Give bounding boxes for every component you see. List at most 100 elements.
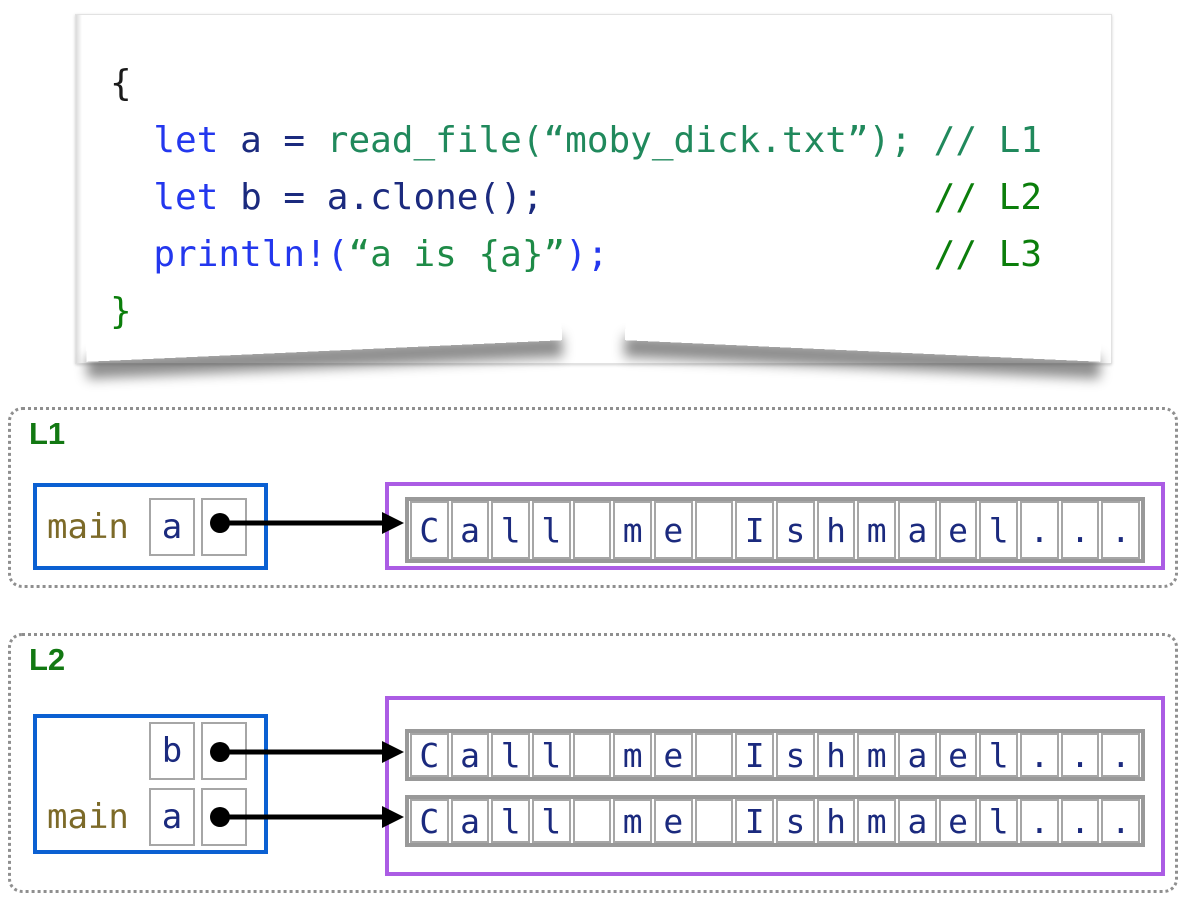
char-cell: e — [938, 501, 978, 559]
pointer-cell-a — [201, 788, 247, 846]
char-cell: . — [1020, 501, 1059, 559]
frame-label-l1: L1 — [29, 416, 66, 451]
char-cell: a — [898, 733, 937, 777]
char-cell: a — [450, 799, 490, 843]
char-cell: h — [816, 733, 856, 777]
char-cell: e — [938, 799, 978, 843]
char-cell: I — [735, 733, 775, 777]
code-token-string: “a is {a}” — [348, 234, 566, 275]
code-token-comment: } — [110, 291, 132, 332]
char-cell: s — [776, 799, 815, 843]
char-cell: I — [735, 799, 775, 843]
code-token-ident: b = a.clone(); — [240, 177, 544, 218]
char-cell: I — [735, 501, 775, 559]
char-cell: e — [654, 733, 693, 777]
char-cell: C — [410, 733, 449, 777]
char-cell: l — [979, 501, 1019, 559]
char-cell: a — [450, 733, 490, 777]
code-line: } — [110, 283, 1111, 340]
char-cell: l — [532, 733, 571, 777]
char-cell: l — [979, 799, 1019, 843]
char-cell: m — [613, 799, 653, 843]
char-cell: . — [1020, 733, 1059, 777]
char-cell — [694, 733, 734, 777]
variable-cell-a: a — [149, 788, 195, 846]
char-cell: l — [491, 501, 531, 559]
stack-frame-name: main — [47, 506, 129, 547]
code-card: { let a = read_file(“moby_dick.txt”); //… — [75, 14, 1112, 364]
code-token-plain — [609, 234, 934, 275]
char-cell: m — [857, 799, 897, 843]
char-cell: . — [1060, 501, 1100, 559]
code-token-comment: // L3 — [933, 234, 1043, 275]
code-token-teal: read_file(“moby_dick.txt”); — [326, 120, 934, 161]
pointer-cell-a — [201, 497, 247, 556]
code-token-plain: { — [110, 63, 132, 104]
char-cell — [572, 733, 612, 777]
char-cell: h — [816, 501, 856, 559]
code-token-ident: a = — [240, 120, 327, 161]
char-cell — [572, 501, 612, 559]
variable-cell-b: b — [149, 722, 195, 780]
char-cell: l — [532, 501, 571, 559]
char-cell — [694, 501, 734, 559]
code-line: println!(“a is {a}”); // L3 — [110, 226, 1111, 283]
char-cell: s — [776, 733, 815, 777]
char-cell — [572, 799, 612, 843]
code-line: let a = read_file(“moby_dick.txt”); // L… — [110, 112, 1111, 169]
code-block: { let a = read_file(“moby_dick.txt”); //… — [76, 15, 1111, 340]
code-token-keyword: let — [153, 177, 241, 218]
code-line: { — [110, 55, 1111, 112]
code-token-plain — [110, 120, 153, 161]
char-cell: m — [857, 501, 897, 559]
code-line: let b = a.clone(); // L2 — [110, 169, 1111, 226]
char-cell: l — [491, 733, 531, 777]
char-cell: e — [654, 501, 693, 559]
char-cell: a — [450, 501, 490, 559]
frame-label-l2: L2 — [29, 642, 66, 677]
char-cell: l — [491, 799, 531, 843]
char-cell: m — [613, 733, 653, 777]
char-cell: e — [938, 733, 978, 777]
code-token-keyword: println!( — [153, 234, 349, 275]
stack-frame-name-spacer — [47, 722, 143, 780]
char-cell: . — [1020, 799, 1059, 843]
char-cell: C — [410, 799, 449, 843]
char-cell: m — [857, 733, 897, 777]
code-token-comment: // L2 — [933, 177, 1043, 218]
stack-frame-name: main — [47, 797, 129, 837]
char-cell: . — [1101, 799, 1141, 843]
char-cell: h — [816, 799, 856, 843]
code-token-plain — [110, 234, 153, 275]
code-token-plain — [110, 177, 153, 218]
char-cell: a — [898, 799, 937, 843]
pointer-cell-b — [201, 722, 247, 780]
char-cell: . — [1101, 733, 1141, 777]
char-cell: l — [532, 799, 571, 843]
char-cell: . — [1060, 799, 1100, 843]
char-cell: a — [898, 501, 937, 559]
char-cell: l — [979, 733, 1019, 777]
char-cell: . — [1101, 501, 1141, 559]
char-cell: m — [613, 501, 653, 559]
char-cell: . — [1060, 733, 1100, 777]
char-cell — [694, 799, 734, 843]
char-cell: e — [654, 799, 693, 843]
variable-cell-a: a — [149, 497, 195, 556]
code-token-keyword: let — [153, 120, 241, 161]
code-token-plain — [544, 177, 934, 218]
card-left-shadow-edge — [76, 15, 82, 363]
code-token-teal: // L1 — [933, 120, 1043, 161]
code-token-keyword: ); — [565, 234, 609, 275]
char-cell: s — [776, 501, 815, 559]
